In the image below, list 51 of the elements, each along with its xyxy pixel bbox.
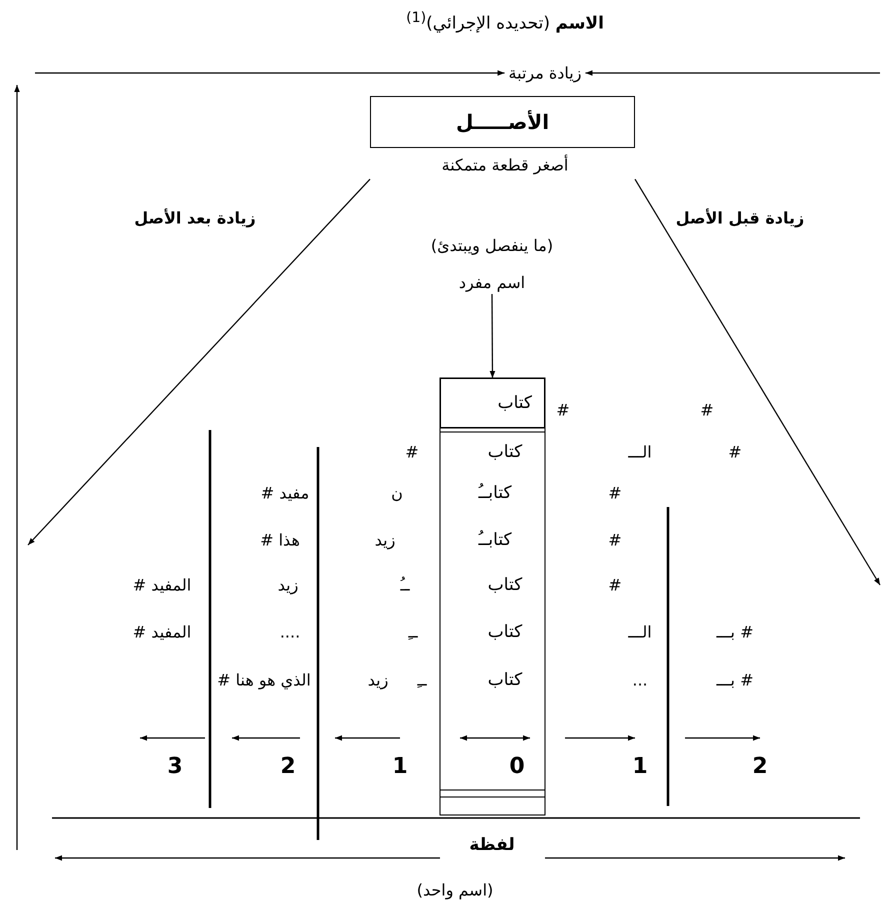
root-box: الأصـــــل bbox=[370, 96, 635, 148]
position-number: 0 bbox=[509, 754, 525, 780]
morpheme-text: ... bbox=[632, 670, 648, 690]
text-label: اسم مفرد bbox=[458, 273, 526, 292]
morpheme-text: الـــ bbox=[628, 622, 652, 642]
morpheme-text: المفيد # bbox=[132, 622, 192, 642]
morpheme-text: كتابــُ bbox=[478, 482, 512, 504]
morpheme-text: ــُ bbox=[400, 575, 410, 595]
morpheme-text: مفيد # bbox=[260, 483, 310, 503]
position-number: 2 bbox=[280, 754, 296, 780]
box-caption: أصغر قطعة متمكنة bbox=[442, 155, 568, 175]
morpheme-text: كتاب bbox=[488, 442, 522, 462]
position-number: 2 bbox=[752, 754, 768, 780]
morpheme-text: # bbox=[405, 442, 419, 462]
morpheme-text: # bbox=[700, 400, 714, 420]
morpheme-text: # bbox=[608, 575, 622, 595]
arrow bbox=[585, 70, 880, 76]
arrow bbox=[35, 70, 505, 76]
morpheme-text: ــِ bbox=[408, 622, 418, 642]
word-cell: كتاب bbox=[440, 378, 545, 428]
position-number: 1 bbox=[392, 754, 408, 780]
arrow bbox=[490, 294, 496, 378]
morpheme-text: زيد bbox=[374, 530, 396, 550]
morpheme-text: كتاب bbox=[488, 574, 522, 596]
morpheme-text: # bbox=[608, 483, 622, 503]
morpheme-text: كتاب bbox=[488, 622, 522, 642]
morpheme-text: ــِ bbox=[417, 670, 427, 690]
morpheme-text: الذي هو هنا # bbox=[217, 670, 311, 690]
morpheme-text: # بـــ bbox=[716, 670, 754, 690]
morpheme-text: كتابــُ bbox=[478, 530, 512, 550]
morpheme-text: هذا # bbox=[260, 530, 300, 550]
note-text: (اسم واحد) bbox=[416, 880, 494, 900]
morpheme-text: # bbox=[608, 530, 622, 550]
side-heading: زيادة قبل الأصل bbox=[676, 208, 804, 228]
morpheme-text: # بـــ bbox=[716, 622, 754, 642]
morpheme-text: المفيد # bbox=[132, 575, 192, 595]
side-heading: زيادة بعد الأصل bbox=[134, 208, 256, 228]
morpheme-text: زيد bbox=[278, 575, 298, 595]
morpheme-text: كتاب bbox=[488, 670, 522, 690]
text-label: (ما ينفصل ويبتدئ) bbox=[430, 236, 554, 255]
arrow bbox=[28, 178, 370, 546]
arrow bbox=[634, 178, 881, 586]
morpheme-text: # bbox=[728, 442, 742, 462]
morpheme-text: ن bbox=[391, 483, 403, 503]
position-number: 1 bbox=[632, 754, 648, 780]
morpheme-text: # bbox=[556, 400, 570, 420]
position-number: 3 bbox=[167, 754, 183, 780]
morpheme-text: .... bbox=[280, 622, 300, 642]
text-label: زيادة مرتبة bbox=[504, 62, 586, 84]
morpheme-text: زيد bbox=[368, 670, 388, 690]
morpheme-text: الـــ bbox=[628, 442, 652, 462]
